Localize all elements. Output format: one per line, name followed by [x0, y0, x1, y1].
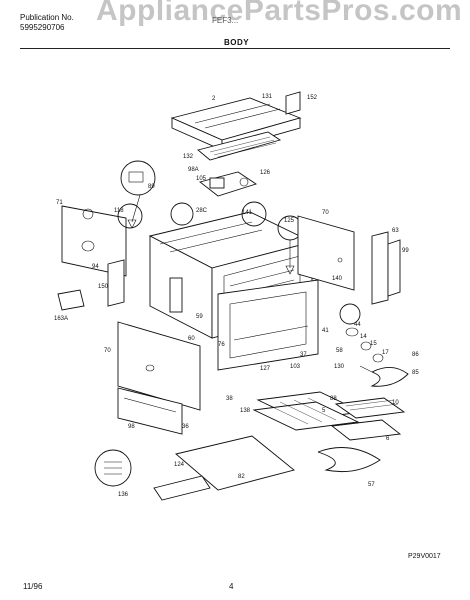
bake-element: [317, 447, 381, 473]
callout-17: 17: [382, 350, 389, 356]
callout-88: 88: [330, 396, 337, 402]
callout-2: 2: [212, 96, 216, 102]
element-parts-right: [339, 303, 384, 363]
callout-125: 125: [284, 218, 295, 224]
callout-44: 44: [354, 322, 361, 328]
oven-door: [217, 279, 319, 371]
publication-number: 5995290706: [20, 23, 65, 32]
callout-124: 124: [174, 462, 185, 468]
callout-15: 15: [370, 341, 377, 347]
callout-141: 141: [242, 210, 253, 216]
callout-58: 58: [336, 348, 343, 354]
callout-71: 71: [56, 200, 63, 206]
header-rule: [20, 48, 450, 49]
callout-28c: 28C: [196, 208, 208, 214]
vent-duct: [197, 131, 282, 161]
callout-57: 57: [368, 482, 375, 488]
callout-118: 118: [114, 208, 124, 214]
callout-63: 63: [392, 228, 399, 234]
callout-127: 127: [260, 366, 271, 372]
callout-70b: 70: [104, 348, 111, 354]
control-bracket: [199, 171, 258, 197]
callout-130: 130: [334, 364, 345, 370]
callout-37: 37: [300, 352, 307, 358]
drawing-reference: P29V0017: [408, 553, 441, 560]
callout-70: 70: [322, 210, 329, 216]
callout-136: 136: [118, 492, 129, 498]
broil-element: [359, 365, 409, 387]
callout-86: 86: [412, 352, 419, 358]
section-title: BODY: [224, 38, 250, 47]
callout-5: 5: [322, 408, 326, 414]
callout-14: 14: [360, 334, 367, 340]
callout-38: 38: [226, 396, 233, 402]
detail-circle-lower: [94, 449, 132, 487]
callout-103: 103: [290, 364, 301, 370]
oven-racks: [252, 391, 364, 431]
model-number: FEF3...: [212, 16, 239, 25]
callout-98a: 98A: [188, 167, 199, 173]
callout-131: 131: [262, 94, 273, 100]
callout-150: 150: [98, 284, 109, 290]
callout-60: 60: [188, 336, 195, 342]
callout-labels: 2 131 152 132 98A 105 126 89 71 118 28C …: [54, 94, 419, 498]
storage-drawer-bottom: [153, 435, 295, 501]
callout-59: 59: [196, 314, 203, 320]
callout-105: 105: [196, 176, 207, 182]
callout-89: 89: [148, 184, 155, 190]
left-brackets: [57, 259, 125, 311]
page-number: 4: [229, 582, 234, 591]
callout-132: 132: [183, 154, 194, 160]
callout-76: 76: [218, 342, 225, 348]
side-panel-left: [61, 205, 127, 277]
callout-36: 36: [182, 424, 189, 430]
callout-99: 99: [402, 248, 409, 254]
callout-41: 41: [322, 328, 329, 334]
publication-label: Publication No.: [20, 13, 74, 22]
drawer-front: [117, 321, 201, 411]
right-bracket: [371, 231, 401, 305]
callout-140: 140: [332, 276, 343, 282]
callout-152: 152: [307, 95, 318, 101]
callout-85: 85: [412, 370, 419, 376]
callout-94: 94: [92, 264, 99, 270]
broiler-pan: [330, 397, 406, 441]
callout-10: 10: [392, 400, 399, 406]
callout-138: 138: [240, 408, 251, 414]
callout-82: 82: [238, 474, 245, 480]
rear-panel-right: [297, 215, 355, 291]
callout-163a: 163A: [54, 316, 68, 322]
callout-98: 98: [128, 424, 135, 430]
callout-6: 6: [386, 436, 390, 442]
detail-circle-upper: [120, 160, 156, 229]
bottom-panel: [117, 387, 183, 435]
footer-date: 11/96: [23, 582, 43, 591]
callout-126: 126: [260, 170, 271, 176]
